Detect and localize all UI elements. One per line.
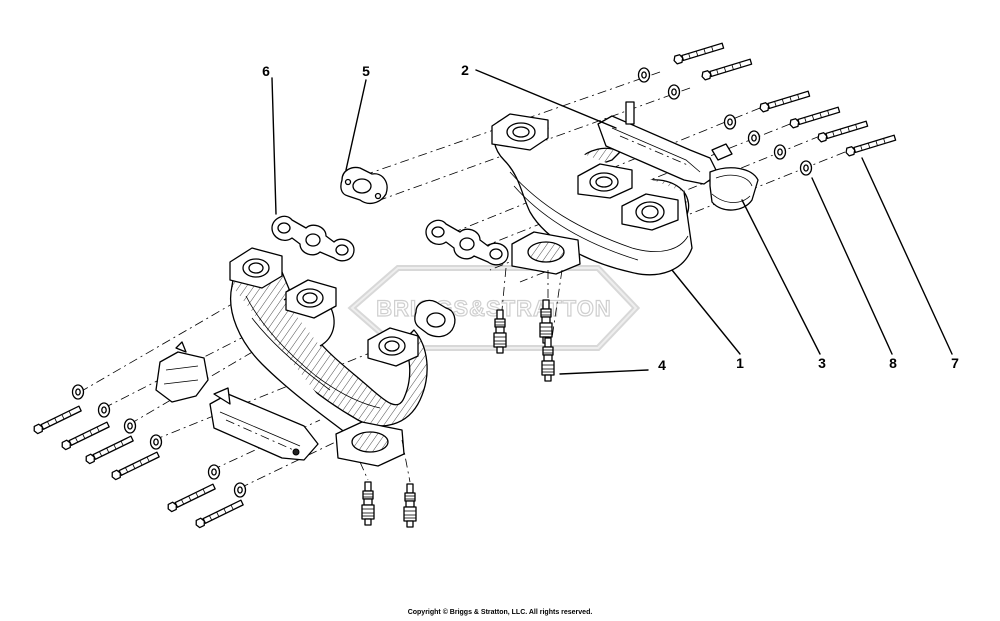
washer-icon — [773, 144, 787, 160]
washer-icon — [667, 84, 681, 100]
bolt-icon — [844, 133, 897, 158]
spark-plug-icon — [361, 481, 375, 526]
washer-icon — [637, 67, 651, 83]
spark-plug-icon — [403, 483, 417, 528]
callout-3: 3 — [818, 355, 826, 371]
washer-icon — [123, 418, 137, 434]
gasket-icon — [425, 219, 509, 266]
washer-icon — [747, 130, 761, 146]
washer-icon — [149, 434, 163, 450]
right-assembly — [340, 41, 897, 382]
callout-6: 6 — [262, 63, 270, 79]
washer-icon — [723, 114, 737, 130]
callout-1: 1 — [736, 355, 744, 371]
heat-shield-bracket — [209, 387, 319, 461]
bolt-icon — [672, 41, 725, 66]
bolt-icon — [59, 420, 111, 452]
washer-icon — [799, 160, 813, 176]
exhaust-manifold-right — [491, 113, 693, 276]
spark-plug-icon — [541, 337, 555, 382]
bolt-icon — [165, 482, 217, 514]
washer-icon — [71, 384, 85, 400]
bolt-icon — [193, 498, 245, 530]
callout-2: 2 — [461, 62, 469, 78]
copyright-notice: Copyright © Briggs & Stratton, LLC. All … — [407, 609, 593, 616]
bolt-icon — [31, 404, 83, 436]
bolt-icon — [788, 105, 841, 130]
callout-leaders — [271, 69, 953, 375]
heat-shield-small — [155, 341, 209, 403]
heat-shield-bracket — [597, 101, 733, 185]
callout-labels: 1 2 3 4 5 6 7 8 — [262, 62, 959, 373]
callout-7: 7 — [951, 355, 959, 371]
washer-icon — [233, 482, 247, 498]
bolt-icon — [758, 89, 811, 114]
small-gasket-icon — [340, 166, 388, 205]
manifold-gasket-icon — [271, 215, 355, 262]
callout-5: 5 — [362, 63, 370, 79]
washer-icon — [207, 464, 221, 480]
left-assembly — [31, 215, 456, 530]
callout-8: 8 — [889, 355, 897, 371]
washer-icon — [97, 402, 111, 418]
watermark-text: BRIGGS&STRATTON — [376, 296, 611, 321]
bolt-icon — [700, 57, 753, 82]
bolt-icon — [816, 119, 869, 144]
heat-shield-small — [709, 167, 759, 211]
exhaust-manifold-left — [229, 247, 428, 467]
bolt-icon — [83, 434, 135, 466]
bolt-icon — [109, 450, 161, 482]
callout-4: 4 — [658, 357, 666, 373]
small-gasket-icon — [414, 299, 456, 338]
